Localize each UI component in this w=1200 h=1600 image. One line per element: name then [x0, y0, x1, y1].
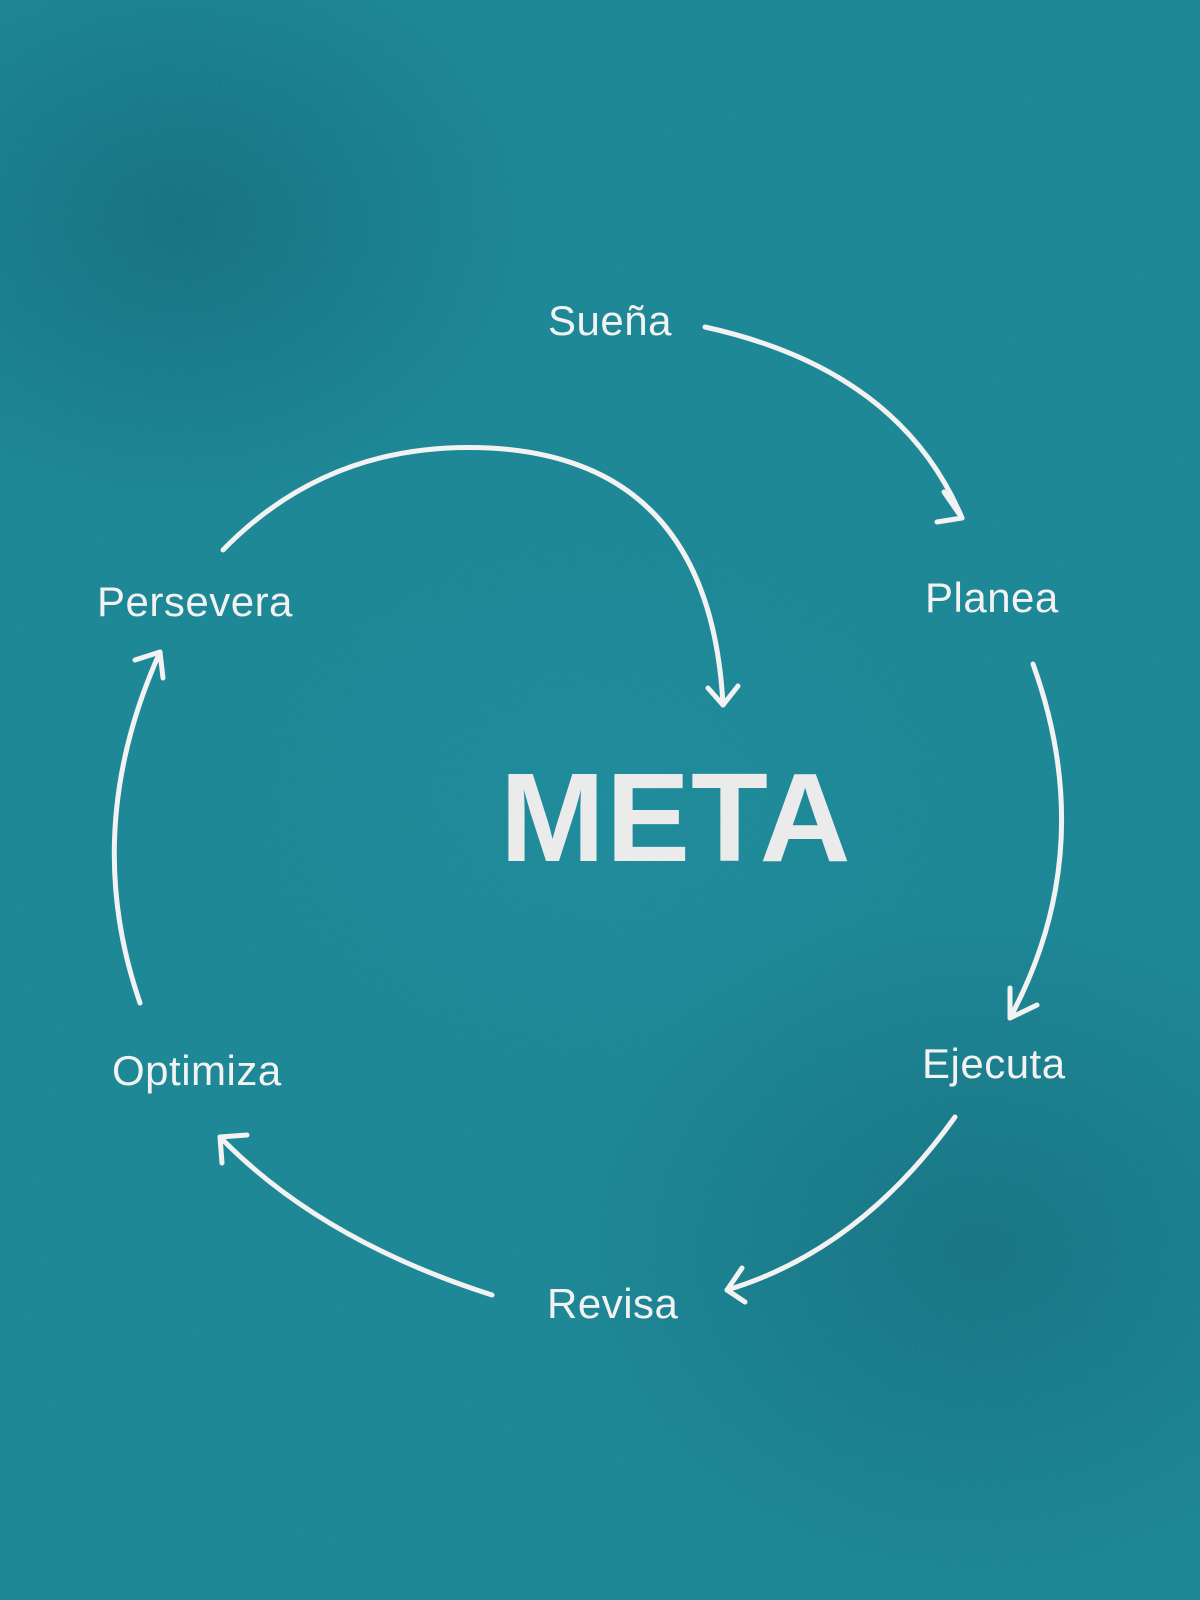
step-label-optimiza: Optimiza: [112, 1047, 282, 1094]
arrow-revisa-to-optimiza: [217, 1134, 495, 1298]
center-goal-label: META: [500, 747, 852, 888]
step-label-ejecuta: Ejecuta: [922, 1040, 1066, 1087]
arrow-planea-to-ejecuta: [1007, 661, 1065, 1021]
arrowhead-optimiza: [217, 1132, 250, 1166]
step-label-planea: Planea: [925, 574, 1059, 621]
arrowhead-revisa: [724, 1265, 748, 1305]
arrow-optimiza-to-persevera: [111, 649, 163, 1006]
step-label-persevera: Persevera: [97, 578, 293, 625]
step-label-revisa: Revisa: [547, 1280, 679, 1327]
arrowhead-planea: [934, 489, 965, 525]
step-label-suena: Sueña: [548, 297, 672, 344]
arrow-persevera-to-meta: [220, 444, 726, 708]
arrow-ejecuta-to-revisa: [724, 1114, 958, 1293]
arrowhead-persevera: [132, 649, 166, 681]
arrowhead-meta: [705, 683, 741, 708]
arrow-suena-to-planea: [702, 324, 965, 521]
arrowhead-ejecuta: [1007, 985, 1040, 1021]
